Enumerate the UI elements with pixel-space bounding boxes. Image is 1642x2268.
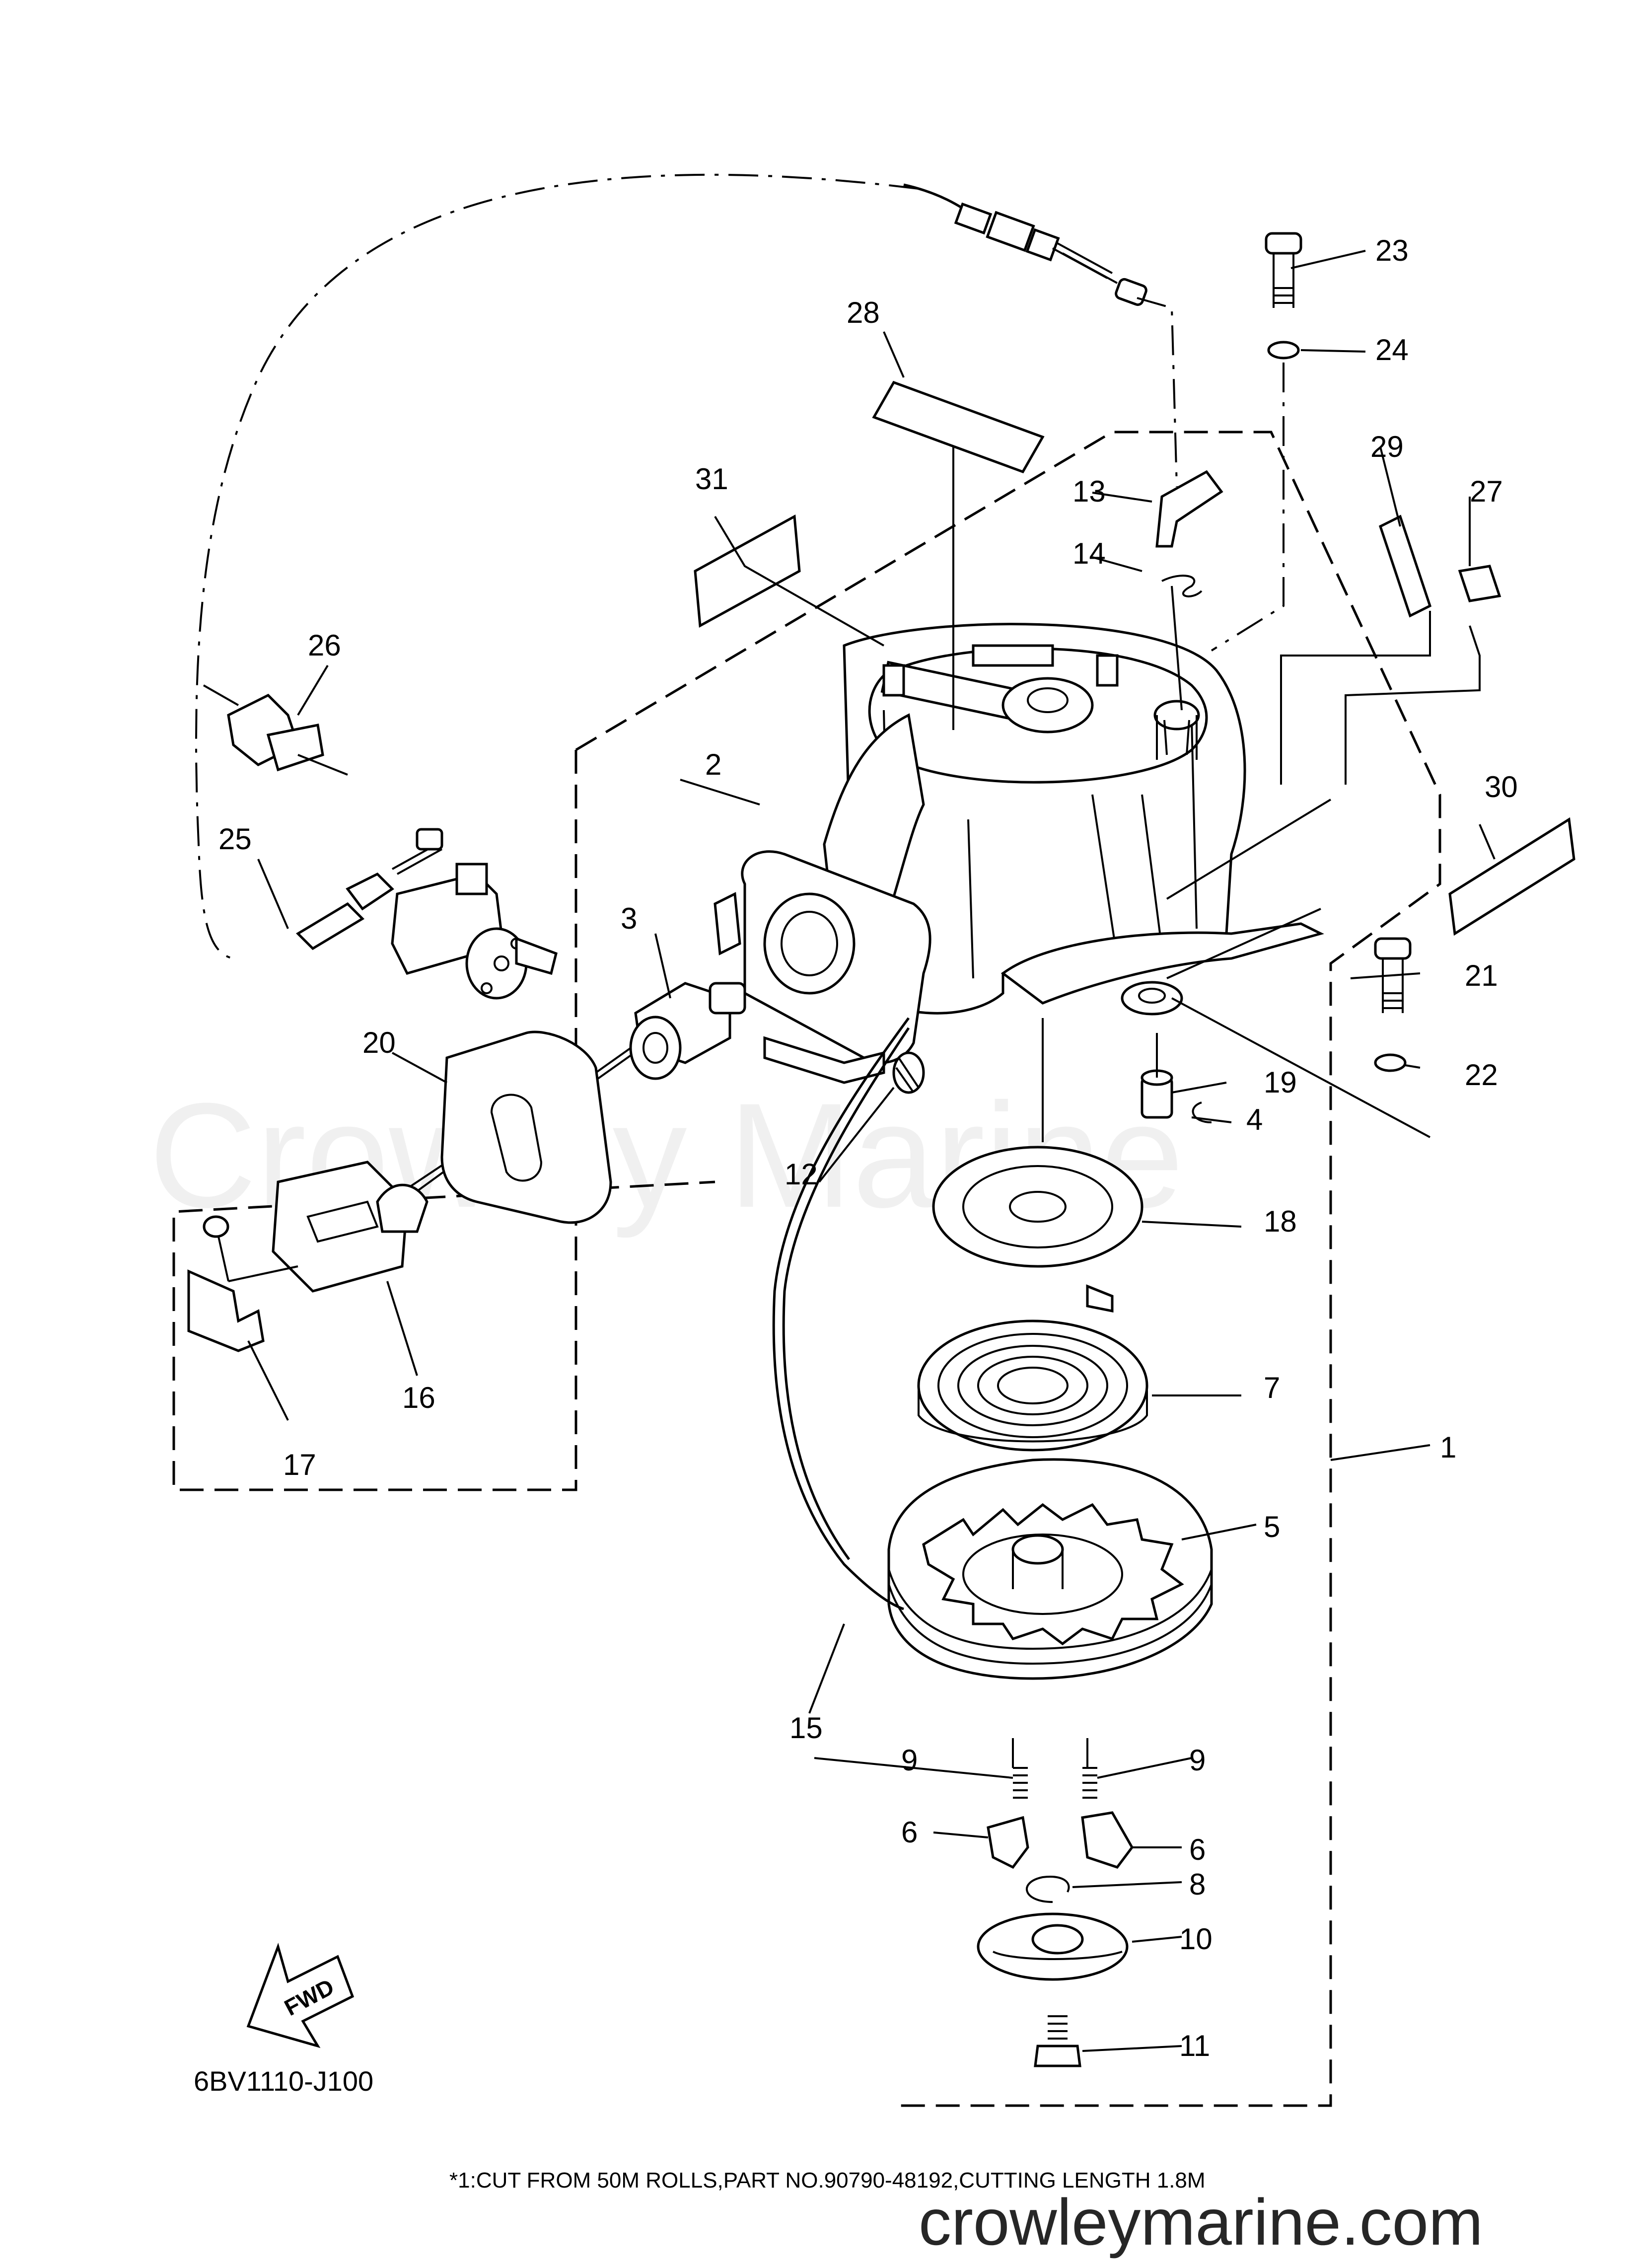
callout-1: 1: [1440, 1431, 1456, 1464]
site-watermark: crowleymarine.com: [919, 2186, 1483, 2259]
callout-18: 18: [1264, 1205, 1297, 1238]
start-in-gear-cable-parts: [203, 684, 558, 1000]
starter-internal-parts: [887, 1069, 1213, 2067]
starter-rope-handle-assembly: [187, 982, 746, 1352]
callout-6-left: 6: [901, 1816, 918, 1849]
callout-29: 29: [1370, 430, 1404, 463]
callout-20: 20: [362, 1026, 396, 1059]
upper-right-small-parts: [1155, 232, 1412, 1072]
callout-17: 17: [283, 1448, 316, 1481]
callout-24: 24: [1375, 333, 1409, 366]
callout-27: 27: [1470, 475, 1503, 508]
throttle-cable-path: [195, 173, 919, 959]
upper-cable-assembly: [903, 183, 1178, 487]
callout-14: 14: [1072, 537, 1106, 570]
callout-6-right: 6: [1189, 1833, 1206, 1866]
callout-9-left: 9: [901, 1744, 918, 1777]
callout-3: 3: [621, 902, 637, 935]
callout-22: 22: [1465, 1058, 1498, 1092]
decals: [694, 380, 1575, 936]
callout-28: 28: [847, 296, 880, 329]
starter-rope: [772, 1017, 910, 1610]
callout-21: 21: [1465, 959, 1498, 992]
callout-13: 13: [1072, 475, 1106, 508]
callout-labels: 1 2 3 4 5 6 6 7 8 9 9 10 11 12 13 14 15 …: [218, 234, 1518, 2062]
callout-9-right: 9: [1189, 1744, 1206, 1777]
callout-2: 2: [705, 748, 721, 781]
callout-19: 19: [1264, 1066, 1297, 1099]
callout-15: 15: [789, 1711, 823, 1745]
callout-16: 16: [402, 1381, 435, 1414]
footnote: *1:CUT FROM 50M ROLLS,PART NO.90790-4819…: [449, 2168, 1206, 2193]
callout-30: 30: [1485, 770, 1518, 804]
callout-26: 26: [308, 629, 341, 662]
callout-12: 12: [785, 1158, 818, 1191]
callout-5: 5: [1264, 1510, 1280, 1543]
callout-10: 10: [1179, 1922, 1213, 1956]
callout-4: 4: [1246, 1103, 1263, 1136]
callout-31: 31: [695, 462, 728, 496]
callout-25: 25: [218, 822, 252, 856]
callout-7: 7: [1264, 1371, 1280, 1404]
callout-23: 23: [1375, 234, 1409, 267]
leader-lines: [247, 250, 1496, 2052]
diagram-code: 6BV1110-J100: [194, 2065, 373, 2097]
callout-8: 8: [1189, 1868, 1206, 1901]
rope-knot: [892, 1051, 925, 1094]
callout-11: 11: [1179, 2029, 1210, 2062]
fwd-arrow-icon: FWD: [246, 1943, 355, 2049]
recoil-starter-housing: [714, 623, 1324, 1084]
